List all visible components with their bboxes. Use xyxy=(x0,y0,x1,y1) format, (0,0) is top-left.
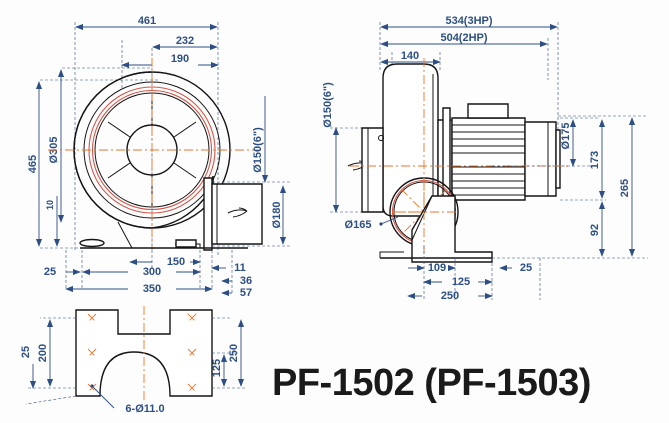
dim-value-265: 265 xyxy=(619,179,631,197)
dim-value-140: 140 xyxy=(401,50,419,62)
dim-125-plate: 125 xyxy=(211,354,228,387)
motor-cooling-fins xyxy=(452,124,525,196)
dim-265: 265 xyxy=(619,117,636,257)
dim-dia305: Ø305 xyxy=(48,69,65,223)
motor-end-cover xyxy=(524,121,557,197)
dim-value-dia165: Ø165 xyxy=(345,219,372,231)
page-title: PF-1502 (PF-1503) xyxy=(272,362,591,404)
dim-25-side: 25 xyxy=(499,262,532,274)
dim-dia165: Ø165 xyxy=(345,216,399,231)
dim-value-190: 190 xyxy=(171,53,189,65)
terminal-box xyxy=(467,103,509,119)
dim-57: 57 xyxy=(221,287,252,299)
mounting-holes xyxy=(87,313,197,393)
dim-dia150-side: Ø150(6") xyxy=(322,82,380,213)
dim-250-side: 250 xyxy=(407,290,493,302)
dim-value-504: 504(2HP) xyxy=(440,32,487,44)
dim-25-front: 25 xyxy=(44,266,81,278)
dim-dia150-front: Ø150(6") xyxy=(212,96,290,247)
dim-value-dia150-side: Ø150(6") xyxy=(322,82,334,128)
motor-support-bracket xyxy=(411,195,493,263)
dim-value-holes: 6-Ø11.0 xyxy=(125,403,164,415)
dim-value-dia150-front: Ø150(6") xyxy=(252,127,264,173)
dim-holes-callout: 6-Ø11.0 xyxy=(90,384,165,415)
dim-value-dia175: Ø175 xyxy=(560,123,572,150)
side-view-group: 534(3HP) 504(2HP) 140 Ø150(6") xyxy=(322,15,648,302)
dim-value-25-plate: 25 xyxy=(20,346,32,358)
blower-housing xyxy=(382,63,439,217)
dim-value-10: 10 xyxy=(45,200,55,210)
airflow-arrow-icon xyxy=(227,207,248,218)
dim-dia175: Ø175 xyxy=(560,119,577,167)
dim-232: 232 xyxy=(152,35,218,51)
dim-value-465: 465 xyxy=(27,155,39,173)
dim-value-173: 173 xyxy=(589,151,601,169)
base-plate-outline xyxy=(75,309,213,397)
dim-value-125-side: 125 xyxy=(452,276,470,288)
dim-190: 190 xyxy=(121,53,219,69)
dim-150: 150 xyxy=(129,256,201,268)
dim-461: 461 xyxy=(75,15,218,31)
dim-value-dia180: Ø180 xyxy=(271,202,283,229)
dim-10: 10 xyxy=(45,196,61,247)
dim-25-plate: 25 xyxy=(20,346,37,389)
dim-value-109: 109 xyxy=(428,262,446,274)
dim-125-side: 125 xyxy=(423,276,493,288)
dim-value-11: 11 xyxy=(234,262,246,274)
dim-value-250-side: 250 xyxy=(441,290,459,302)
dim-value-25-front: 25 xyxy=(44,266,56,278)
dim-value-350: 350 xyxy=(143,283,161,295)
outlet-duct xyxy=(211,183,263,245)
dim-value-232: 232 xyxy=(176,35,194,47)
dim-504: 504(2HP) xyxy=(380,32,548,48)
dim-36: 36 xyxy=(221,275,252,287)
dim-92: 92 xyxy=(589,201,606,257)
front-view-group: 461 232 190 465 Ø305 xyxy=(27,15,290,299)
dim-value-150: 150 xyxy=(167,256,185,268)
dim-11: 11 xyxy=(211,262,246,274)
outlet-flange xyxy=(203,177,213,251)
dim-173: 173 xyxy=(589,119,606,199)
dim-value-25-side: 25 xyxy=(520,262,532,274)
dim-200: 200 xyxy=(37,319,54,387)
dim-value-57: 57 xyxy=(240,287,252,299)
dim-534: 534(3HP) xyxy=(380,15,558,31)
dim-350: 350 xyxy=(65,283,213,295)
inlet-spigot xyxy=(361,127,384,213)
dim-value-300: 300 xyxy=(143,266,161,278)
dim-value-200: 200 xyxy=(37,344,49,362)
dim-value-125-plate: 125 xyxy=(211,359,223,377)
dim-value-92: 92 xyxy=(589,224,601,236)
dim-value-36: 36 xyxy=(240,275,252,287)
dim-140: 140 xyxy=(380,50,441,66)
dim-value-250-plate: 250 xyxy=(228,344,240,362)
dim-465: 465 xyxy=(27,81,43,247)
dim-109: 109 xyxy=(408,262,456,274)
dim-value-461: 461 xyxy=(138,15,156,27)
base-plate-group: 25 200 125 250 6-Ø11.0 xyxy=(20,306,246,415)
dim-250-plate: 250 xyxy=(228,319,245,387)
dim-value-534: 534(3HP) xyxy=(445,15,492,27)
dim-300: 300 xyxy=(82,266,201,278)
dim-dia180: Ø180 xyxy=(271,185,287,245)
